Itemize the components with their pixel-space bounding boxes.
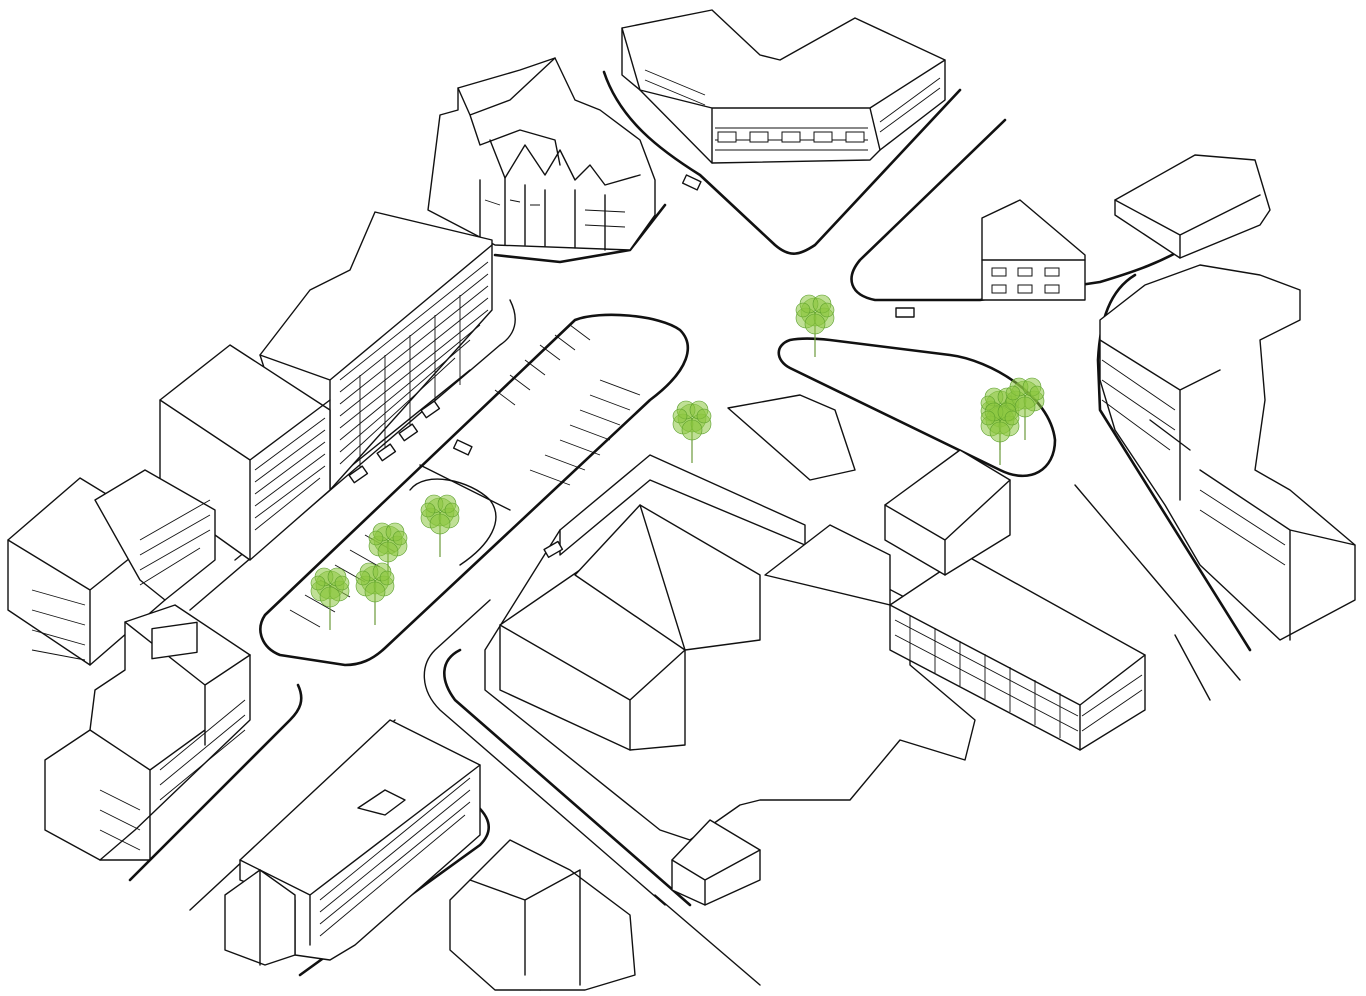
tree-canopy [379, 570, 395, 586]
building-east-row [1099, 264, 1356, 641]
window-row [717, 131, 865, 143]
tree-canopy [672, 408, 688, 424]
car [398, 423, 419, 442]
building-east-glazed-office [889, 554, 1146, 751]
building-west-corner [7, 469, 216, 666]
tree-canopy [696, 408, 712, 424]
car [376, 443, 397, 462]
tree-canopy [334, 575, 350, 591]
tree-canopy [364, 581, 386, 603]
car [452, 439, 473, 456]
building-north-terraced-houses [427, 57, 656, 251]
building-south-small-house [671, 819, 761, 906]
car [348, 465, 369, 484]
tree-canopy [980, 410, 996, 426]
tree [1005, 377, 1045, 440]
building-south-house [224, 869, 296, 966]
tree-canopy [804, 313, 826, 335]
tree-canopy [355, 570, 371, 586]
tree-canopy [681, 419, 703, 441]
tree [420, 494, 460, 557]
tree-canopy [310, 575, 326, 591]
tree-canopy [392, 530, 408, 546]
tree-canopy [429, 513, 451, 535]
trees [310, 294, 1045, 630]
car [895, 307, 915, 318]
car [420, 400, 441, 419]
tree-canopy [1029, 385, 1045, 401]
tree-canopy [319, 586, 341, 608]
tree [355, 562, 395, 625]
car [681, 174, 702, 191]
tree-canopy [444, 502, 460, 518]
tree-canopy [1004, 410, 1020, 426]
tree-canopy [368, 530, 384, 546]
building-north-curved [621, 9, 946, 164]
tree-canopy [819, 302, 835, 318]
tree-canopy [1014, 396, 1036, 418]
cars [348, 174, 915, 559]
plaza-canopy [727, 394, 856, 481]
car [543, 540, 564, 559]
tree [672, 400, 712, 463]
window-row [991, 267, 1060, 294]
building-northeast-small [981, 199, 1086, 301]
tree [310, 567, 350, 630]
tree [795, 294, 835, 357]
building-east-box [764, 449, 1011, 606]
tree-canopy [420, 502, 436, 518]
tree-canopy [989, 421, 1011, 443]
tree-canopy [1005, 385, 1021, 401]
building-south-sheds [449, 839, 636, 991]
building-northeast-house [1114, 154, 1271, 259]
tree-canopy [795, 302, 811, 318]
building-center-tall-box [499, 504, 761, 751]
tree-canopy [377, 541, 399, 563]
tree [980, 402, 1020, 465]
building-southwest-block [44, 604, 251, 861]
